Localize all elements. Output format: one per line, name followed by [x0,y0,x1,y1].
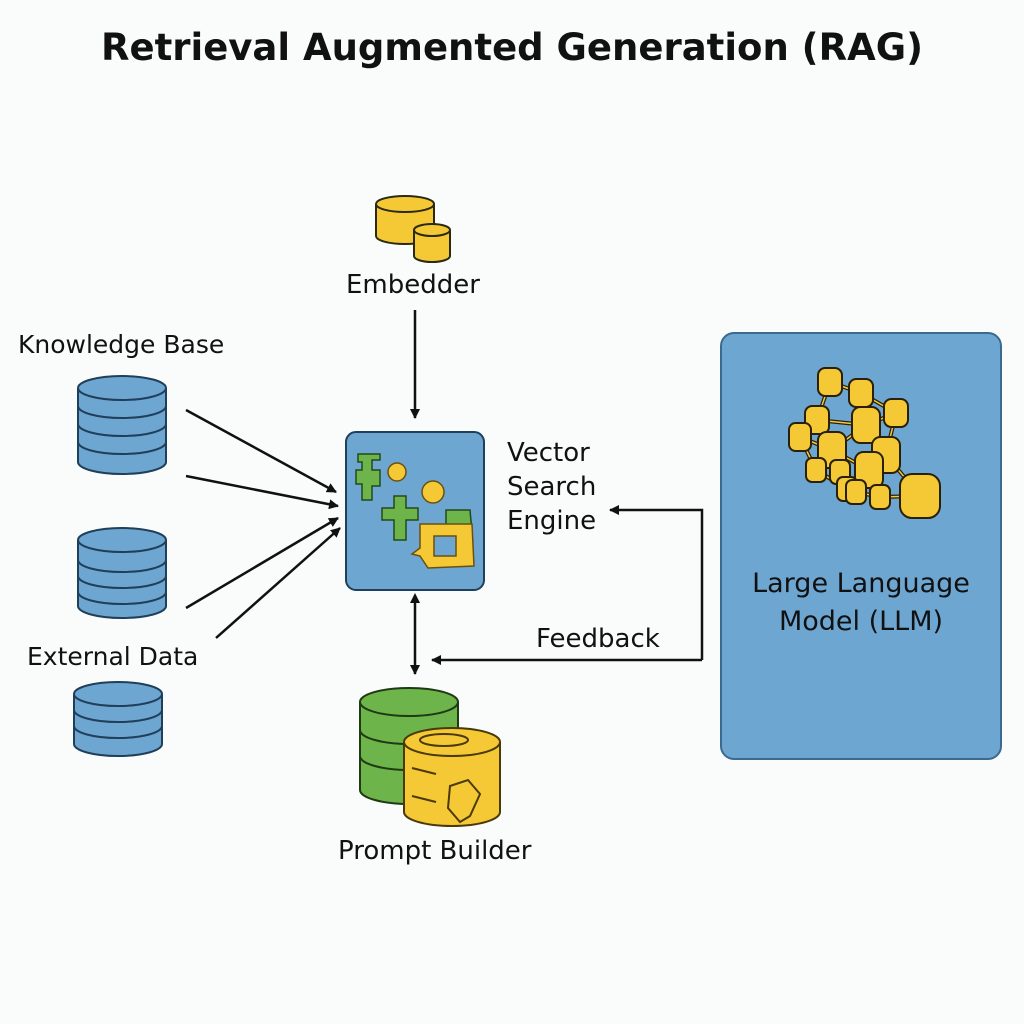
vector-search-engine-label: Vector Search Engine [507,438,597,536]
embedder-database-icon [375,195,451,263]
diagram-title: Retrieval Augmented Generation (RAG) [101,26,923,69]
graph-node [817,367,843,397]
graph-node [788,422,812,452]
vector-search-engine-icon [345,431,485,591]
graph-node [851,406,881,444]
input-arrows [185,408,341,639]
llm-label: Large Language Model (LLM) [752,568,970,637]
embedder-label: Embedder [346,270,480,300]
graph-node [854,451,884,489]
external-data-database-icon-2 [73,681,163,757]
graph-node [869,484,891,510]
llm-to-vse-arrow [609,505,704,660]
graph-node [805,457,827,483]
external-data-label: External Data [27,642,199,671]
graph-node [848,378,874,408]
knowledge-base-label: Knowledge Base [18,330,225,359]
feedback-label: Feedback [536,624,660,654]
knowledge-base-database-icon [77,375,167,475]
prompt-builder-icon [359,687,501,827]
external-data-database-icon [77,527,167,619]
llm-network-graph-icon [788,367,941,519]
graph-node [883,398,909,428]
graph-node [899,473,941,519]
graph-node [845,479,867,505]
prompt-builder-label: Prompt Builder [338,836,532,866]
